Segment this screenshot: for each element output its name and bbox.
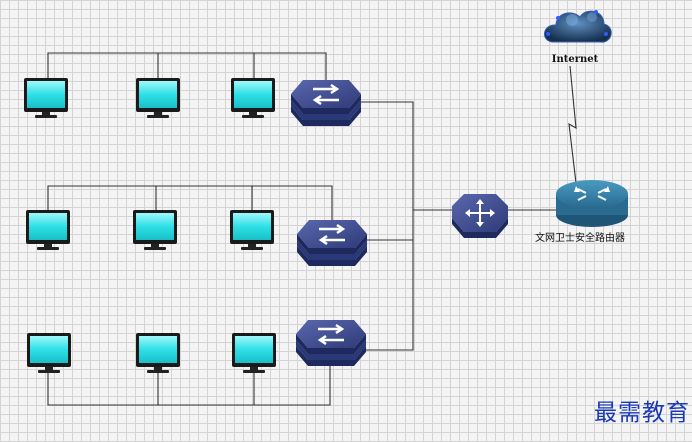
security-router-icon <box>556 180 628 227</box>
monitor-icon <box>26 210 70 250</box>
monitor-icon <box>24 78 68 118</box>
internet-label: Internet <box>551 54 599 65</box>
monitor-icon <box>231 78 275 118</box>
internet-cloud-icon <box>544 10 612 43</box>
connection-lines <box>47 52 577 406</box>
monitor-icon <box>230 210 274 250</box>
monitor-icon <box>27 333 71 373</box>
monitor-icon <box>232 333 276 373</box>
router-label: 文网卫士安全路由器 <box>535 233 625 244</box>
watermark: 最需教育 <box>594 400 690 426</box>
workgroup-switch-icon <box>294 318 368 368</box>
core-switch-icon <box>452 194 508 238</box>
monitor-icon <box>133 210 177 250</box>
workgroup-switch-icon <box>295 218 369 268</box>
workgroup-switch-icon <box>289 78 363 128</box>
monitor-icon <box>136 78 180 118</box>
monitor-icon <box>136 333 180 373</box>
